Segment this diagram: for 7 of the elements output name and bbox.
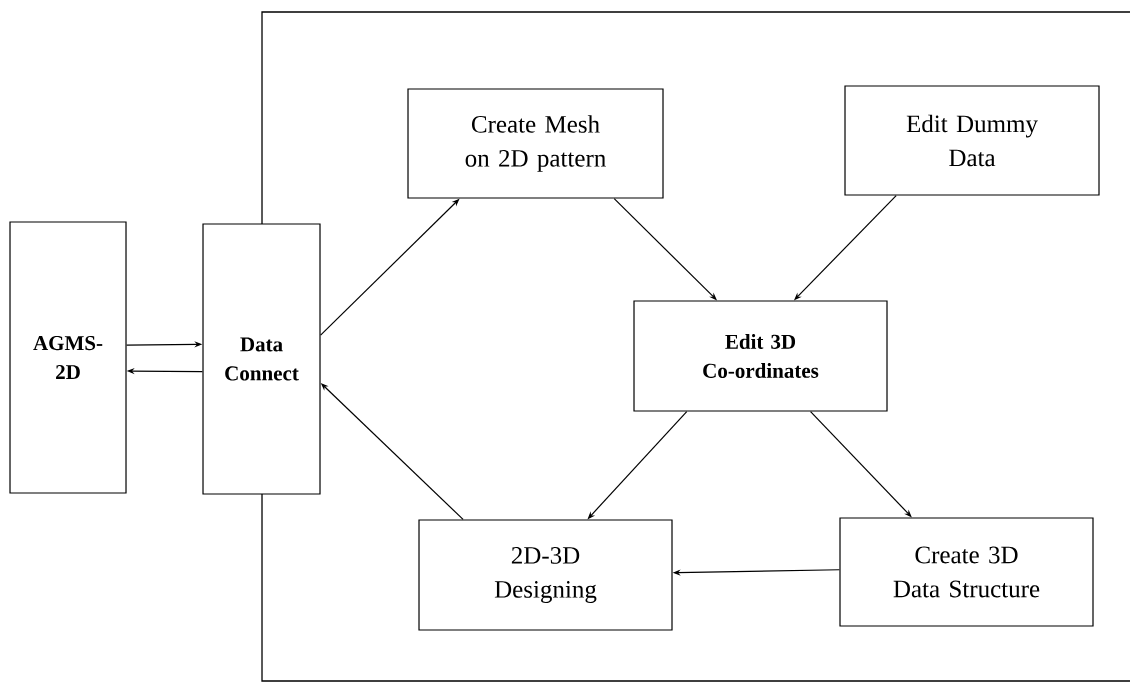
process-box: 2D-3D Designing [418,519,673,631]
process-box: Edit 3D Co-ordinates [633,300,888,412]
process-box: Create Mesh on 2D pattern [407,88,664,199]
process-box: Edit Dummy Data [844,85,1100,196]
process-box: Data Connect [202,223,321,495]
process-box: AGMS- 2D [9,221,127,494]
process-box: Create 3D Data Structure [839,517,1094,627]
